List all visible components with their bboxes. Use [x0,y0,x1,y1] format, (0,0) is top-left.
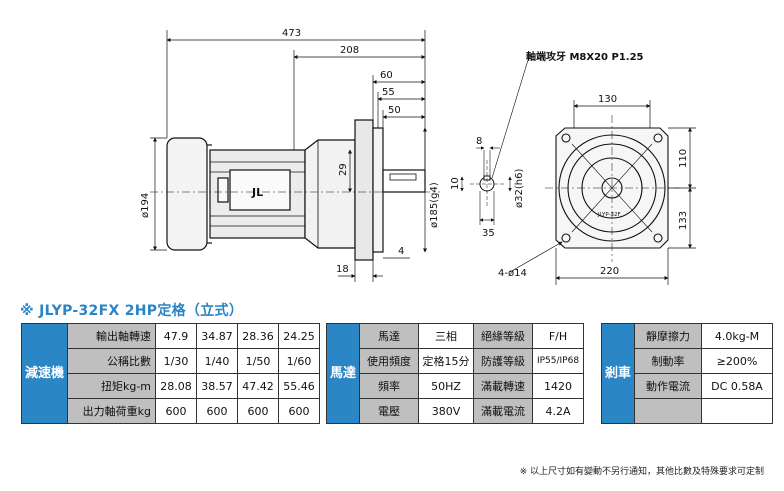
dim-32: ø32(h6) [514,169,525,208]
motor-cell: 1420 [532,373,585,399]
reducer-cell: 28.08 [155,373,198,399]
dimension-drawing: JL 47 [140,28,696,285]
reducer-cell: 55.46 [278,373,321,399]
motor-table: 馬達 馬達 三相 絕緣等級 F/H 使用頻度 定格15分 防護等級 IP55/I… [325,323,585,424]
dim-60: 60 [380,70,393,81]
spec-title: ※ JLYP-32FX 2HP定格（立式） [20,303,244,319]
brake-cell: 4.0kg-M [701,323,774,349]
motor-label: 電壓 [359,398,420,424]
dim-4: 4 [398,246,404,257]
motor-cell: 50HZ [418,373,475,399]
reducer-cell: 600 [155,398,198,424]
motor-label: 馬達 [359,323,420,349]
reducer-cell: 47.42 [237,373,280,399]
reducer-cell: 28.36 [237,323,280,349]
dim-50: 50 [388,105,401,116]
motor-label: 滿載轉速 [473,373,534,399]
dim-220: 220 [600,266,619,277]
dim-185: ø185(g4) [429,182,440,228]
brake-side-label: 剎車 [600,323,636,424]
brake-label: 制動率 [634,348,703,374]
motor-label: 滿載電流 [473,398,534,424]
shaft-end-view [460,59,529,225]
brake-empty-cell [701,398,774,424]
motor-cell: 定格15分 [418,348,475,374]
motor-cell: 三相 [418,323,475,349]
reducer-cell: 1/60 [278,348,321,374]
dim-473: 473 [282,28,301,39]
svg-text:JL: JL [251,186,263,199]
reducer-cell: 38.57 [196,373,239,399]
reducer-cell: 1/50 [237,348,280,374]
brake-label: 動作電流 [634,373,703,399]
reducer-label: 公稱比數 [67,348,157,374]
dim-208: 208 [340,45,359,56]
motor-label: 使用頻度 [359,348,420,374]
brake-table: 剎車 靜摩擦力 4.0kg-M 制動率 ≥200% 動作電流 DC 0.58A [600,323,774,424]
brake-cell: ≥200% [701,348,774,374]
motor-cell: 4.2A [532,398,585,424]
dim-18: 18 [336,264,349,275]
reducer-cell: 600 [237,398,280,424]
dim-133: 133 [678,211,689,230]
motor-cell: IP55/IP68 [532,348,585,374]
motor-cell: 380V [418,398,475,424]
motor-side-label: 馬達 [325,323,361,424]
dim-110: 110 [678,149,689,168]
motor-cell: F/H [532,323,585,349]
motor-label: 防護等級 [473,348,534,374]
reducer-cell: 34.87 [196,323,239,349]
flange-front-view [545,115,680,262]
dim-4-14: 4-ø14 [498,268,527,279]
reducer-cell: 600 [278,398,321,424]
motor-label: 頻率 [359,373,420,399]
dim-10: 10 [450,177,461,190]
reducer-table: 減速機 輸出軸轉速 47.9 34.87 28.36 24.25 公稱比數 1/… [20,323,321,424]
shaft-thread-note: 軸端攻牙 M8X20 P1.25 [526,50,644,63]
reducer-label: 輸出軸轉速 [67,323,157,349]
dim-55: 55 [382,87,395,98]
dim-8: 8 [476,136,482,147]
reducer-cell: 47.9 [155,323,198,349]
reducer-cell: 1/40 [196,348,239,374]
footnote: ※ 以上尺寸如有變動不另行通知，其他比數及特殊要求可定制 [519,467,764,477]
motor-label: 絕緣等級 [473,323,534,349]
reducer-cell: 1/30 [155,348,198,374]
dim-130: 130 [598,94,617,105]
brake-empty-cell [634,398,703,424]
reducer-label: 扭矩kg-m [67,373,157,399]
dim-194: ø194 [140,193,151,218]
reducer-side-label: 減速機 [20,323,69,424]
side-view: JL [150,119,440,261]
brake-label: 靜摩擦力 [634,323,703,349]
reducer-label: 出力軸荷重kg [67,398,157,424]
reducer-cell: 24.25 [278,323,321,349]
flange-brand-mark: JLYP-32F [597,212,621,218]
dim-35: 35 [482,228,495,239]
dim-29: 29 [338,163,349,176]
brake-cell: DC 0.58A [701,373,774,399]
reducer-cell: 600 [196,398,239,424]
